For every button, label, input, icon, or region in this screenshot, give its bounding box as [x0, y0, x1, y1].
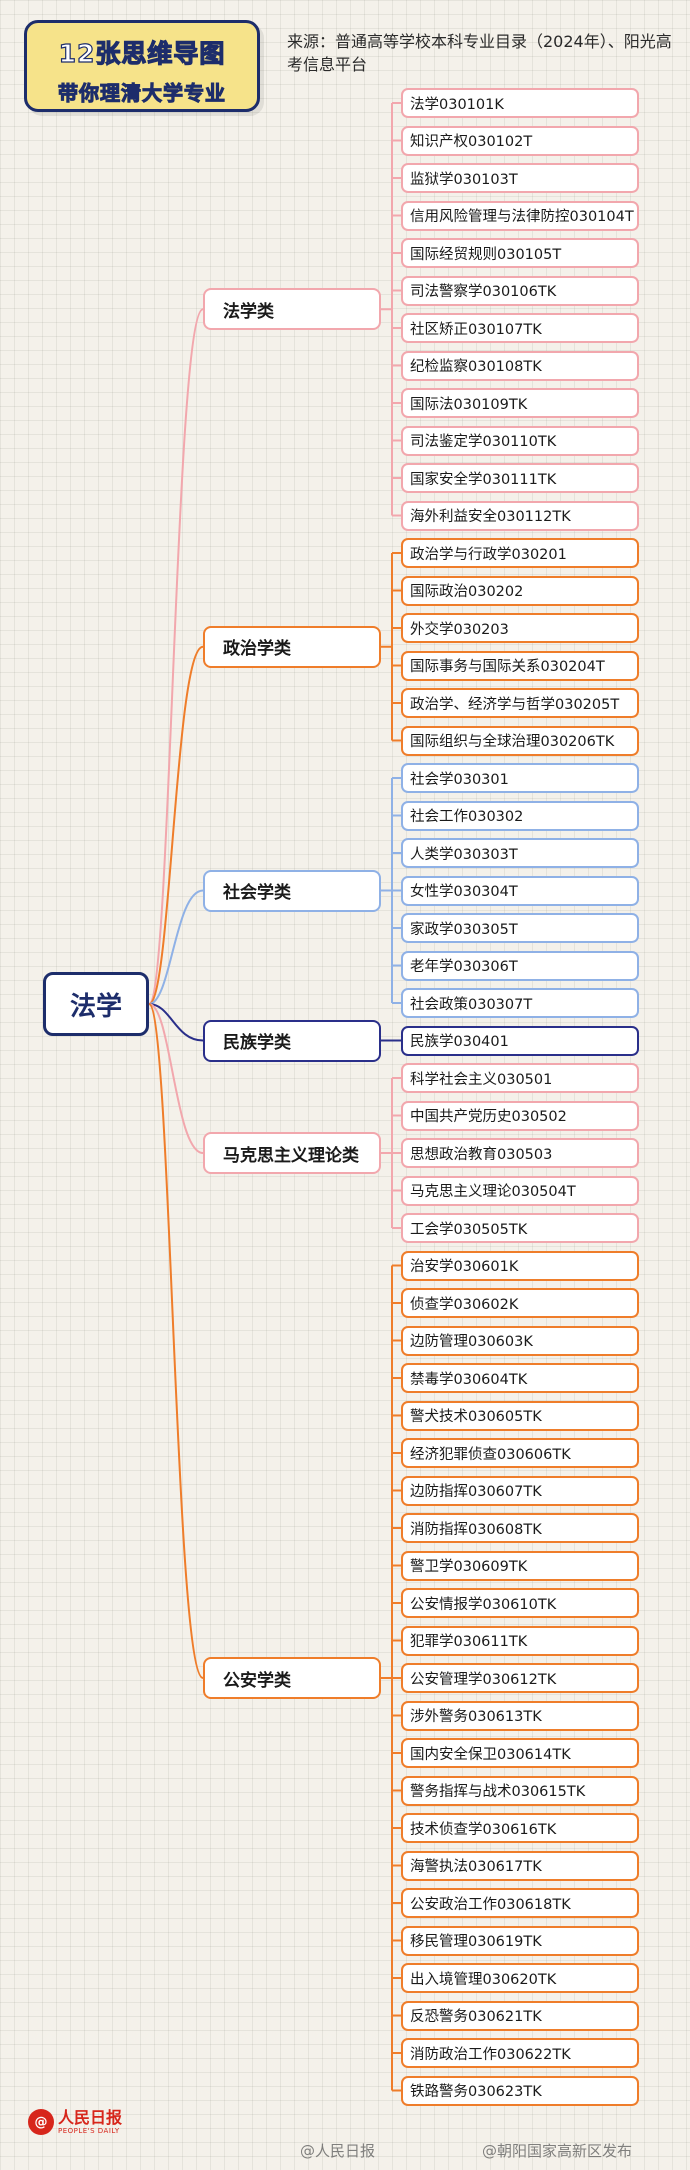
- major-item: 国际组织与全球治理030206TK: [401, 725, 639, 756]
- header-subtitle: 带你理清大学专业: [58, 81, 226, 106]
- major-item: 国际政治030202: [401, 575, 639, 606]
- major-item: 国际经贸规则030105T: [401, 238, 639, 268]
- category-node: 马克思主义理论类: [203, 1132, 381, 1174]
- major-item: 国内安全保卫030614TK: [401, 1738, 639, 1768]
- major-item: 司法警察学030106TK: [401, 275, 639, 306]
- major-item: 工会学030505TK: [401, 1213, 639, 1243]
- major-item: 消防指挥030608TK: [401, 1513, 639, 1543]
- logo-mark-icon: @: [28, 2109, 54, 2135]
- major-item: 科学社会主义030501: [401, 1063, 639, 1093]
- major-item: 禁毒学030604TK: [401, 1363, 639, 1393]
- major-item: 技术侦查学030616TK: [401, 1813, 639, 1843]
- major-item: 消防政治工作030622TK: [401, 2038, 639, 2068]
- category-node: 公安学类: [203, 1657, 381, 1699]
- major-item: 纪检监察030108TK: [401, 350, 639, 381]
- major-item: 政治学与行政学030201: [401, 538, 639, 568]
- major-item: 法学030101K: [401, 88, 639, 118]
- people-daily-logo: @ 人民日报 PEOPLE'S DAILY: [28, 2106, 122, 2138]
- major-item: 民族学030401: [401, 1025, 639, 1056]
- major-item: 海外利益安全030112TK: [401, 500, 639, 531]
- major-item: 警犬技术030605TK: [401, 1400, 639, 1431]
- major-item: 中国共产党历史030502: [401, 1100, 639, 1131]
- major-item: 公安管理学030612TK: [401, 1663, 639, 1693]
- major-item: 边防管理030603K: [401, 1325, 639, 1356]
- major-item: 国际法030109TK: [401, 388, 639, 418]
- major-item: 边防指挥030607TK: [401, 1475, 639, 1506]
- header-banner: 12张思维导图 带你理清大学专业: [24, 20, 260, 112]
- major-item: 社区矫正030107TK: [401, 313, 639, 343]
- watermark-left: @人民日报: [300, 2142, 376, 2160]
- major-item: 涉外警务030613TK: [401, 1700, 639, 1731]
- major-item: 思想政治教育030503: [401, 1138, 639, 1168]
- major-item: 犯罪学030611TK: [401, 1625, 639, 1656]
- major-item: 人类学030303T: [401, 838, 639, 868]
- category-node: 政治学类: [203, 625, 381, 668]
- major-item: 国家安全学030111TK: [401, 463, 639, 493]
- major-item: 治安学030601K: [401, 1250, 639, 1281]
- major-item: 知识产权030102T: [401, 125, 639, 156]
- header-title: 12张思维导图: [58, 38, 226, 68]
- major-item: 铁路警务030623TK: [401, 2075, 639, 2106]
- major-item: 出入境管理030620TK: [401, 1963, 639, 1993]
- logo-english-text: PEOPLE'S DAILY: [58, 2126, 120, 2135]
- major-item: 移民管理030619TK: [401, 1925, 639, 1956]
- major-item: 警卫学030609TK: [401, 1550, 639, 1581]
- category-node: 民族学类: [203, 1019, 381, 1062]
- source-note: 来源：普通高等学校本科专业目录（2024年）、阳光高考信息平台: [287, 32, 672, 74]
- major-item: 马克思主义理论030504T: [401, 1175, 639, 1206]
- root-node: 法学: [43, 972, 149, 1036]
- major-item: 海警执法030617TK: [401, 1850, 639, 1881]
- major-item: 社会工作030302: [401, 800, 639, 831]
- major-item: 外交学030203: [401, 613, 639, 643]
- major-item: 社会学030301: [401, 763, 639, 793]
- major-item: 监狱学030103T: [401, 163, 639, 193]
- watermark-right: @朝阳国家高新区发布: [482, 2142, 633, 2160]
- logo-chinese-text: 人民日报: [58, 2107, 123, 2127]
- major-item: 家政学030305T: [401, 913, 639, 943]
- category-node: 法学类: [203, 288, 381, 331]
- major-item: 信用风险管理与法律防控030104T: [401, 200, 639, 231]
- major-item: 侦查学030602K: [401, 1288, 639, 1318]
- major-item: 老年学030306T: [401, 950, 639, 981]
- major-item: 经济犯罪侦查030606TK: [401, 1438, 639, 1468]
- major-item: 女性学030304T: [401, 875, 639, 906]
- major-item: 国际事务与国际关系030204T: [401, 650, 639, 681]
- category-node: 社会学类: [203, 869, 381, 912]
- major-item: 公安情报学030610TK: [401, 1588, 639, 1618]
- major-item: 公安政治工作030618TK: [401, 1888, 639, 1918]
- major-item: 警务指挥与战术030615TK: [401, 1775, 639, 1806]
- major-item: 反恐警务030621TK: [401, 2000, 639, 2031]
- major-item: 社会政策030307T: [401, 988, 639, 1018]
- major-item: 政治学、经济学与哲学030205T: [401, 688, 639, 718]
- major-item: 司法鉴定学030110TK: [401, 425, 639, 456]
